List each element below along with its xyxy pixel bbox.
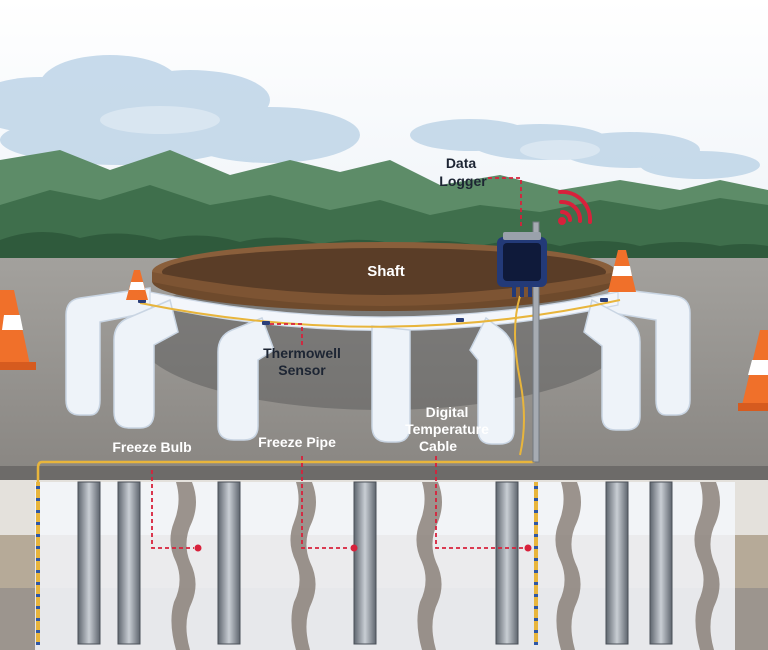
dtc-label-line2: Temperature — [405, 421, 489, 437]
dtc-label-line3: Cable — [419, 438, 457, 454]
frozen-columns — [170, 482, 720, 650]
data-logger-label-line2: Logger — [439, 173, 487, 189]
thermowell-label-line1: Thermowell — [263, 345, 341, 361]
callout-dots — [194, 544, 532, 552]
clouds — [0, 55, 760, 179]
wifi-signal-icon — [558, 189, 593, 225]
frost-pipes-back — [65, 287, 691, 416]
sensor-cable-ring — [139, 299, 621, 328]
logger-cable — [514, 295, 525, 456]
underground-freeze-pipes — [77, 481, 673, 645]
underground-temperature-cables — [36, 482, 538, 645]
ground-edge — [0, 466, 768, 480]
data-logger-device-icon — [497, 221, 547, 463]
traffic-cone-icon-right — [738, 330, 768, 411]
dtc-label-line1: Digital — [426, 404, 469, 420]
sensor-connectors — [138, 298, 608, 325]
traffic-cone-icon-mid — [126, 270, 148, 300]
traffic-cone-icon-back — [608, 250, 636, 292]
frost-pipes-front — [113, 298, 641, 445]
shaft-label: Shaft — [367, 263, 405, 280]
data-logger-label-line1: Data — [446, 155, 477, 171]
freeze-pipe-label: Freeze Pipe — [258, 434, 336, 450]
callout-lines — [151, 177, 524, 549]
clouds-light — [100, 106, 600, 160]
traffic-cone-icon-left — [0, 290, 36, 370]
freeze-bulb-label: Freeze Bulb — [112, 439, 191, 455]
thermowell-label-line2: Sensor — [278, 362, 326, 378]
